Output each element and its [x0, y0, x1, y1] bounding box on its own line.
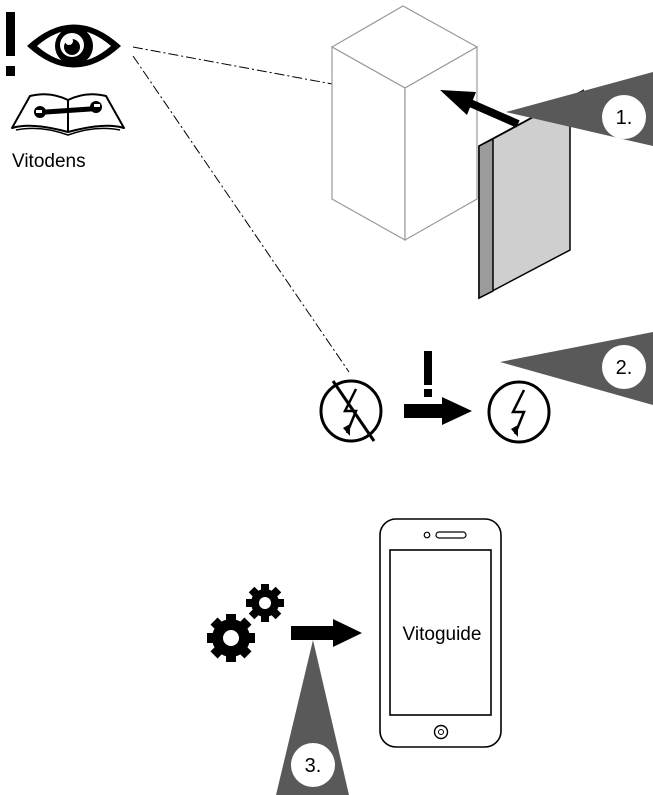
step-3-label: 3. — [305, 755, 322, 777]
warning-mark-icon — [424, 351, 432, 397]
boiler-unit — [330, 5, 479, 242]
smartphone: Vitoguide — [379, 518, 502, 748]
arrow-insert-icon — [440, 90, 520, 128]
phone-screen — [389, 549, 492, 716]
power-on-icon — [487, 380, 551, 444]
step-1-label: 1. — [616, 107, 633, 129]
leader-line-to-power — [132, 55, 350, 373]
phone-app-label: Vitoguide — [403, 624, 482, 645]
step-1-badge: 1. — [602, 95, 646, 139]
arrow-right-icon — [404, 397, 472, 425]
arrow-right-icon — [291, 619, 362, 647]
manual-wrench-icon — [11, 93, 125, 136]
exclamation-icon — [6, 12, 15, 76]
leader-line-to-boiler — [132, 46, 344, 87]
step-2-label: 2. — [616, 357, 633, 379]
step-3-badge: 3. — [291, 743, 335, 787]
manual-label: Vitodens — [12, 151, 86, 172]
step-2-badge: 2. — [602, 345, 646, 389]
eye-icon — [27, 24, 121, 68]
phone-speaker — [435, 531, 467, 539]
gears-icon — [207, 584, 284, 662]
power-off-icon — [319, 379, 383, 443]
phone-camera — [423, 531, 431, 539]
